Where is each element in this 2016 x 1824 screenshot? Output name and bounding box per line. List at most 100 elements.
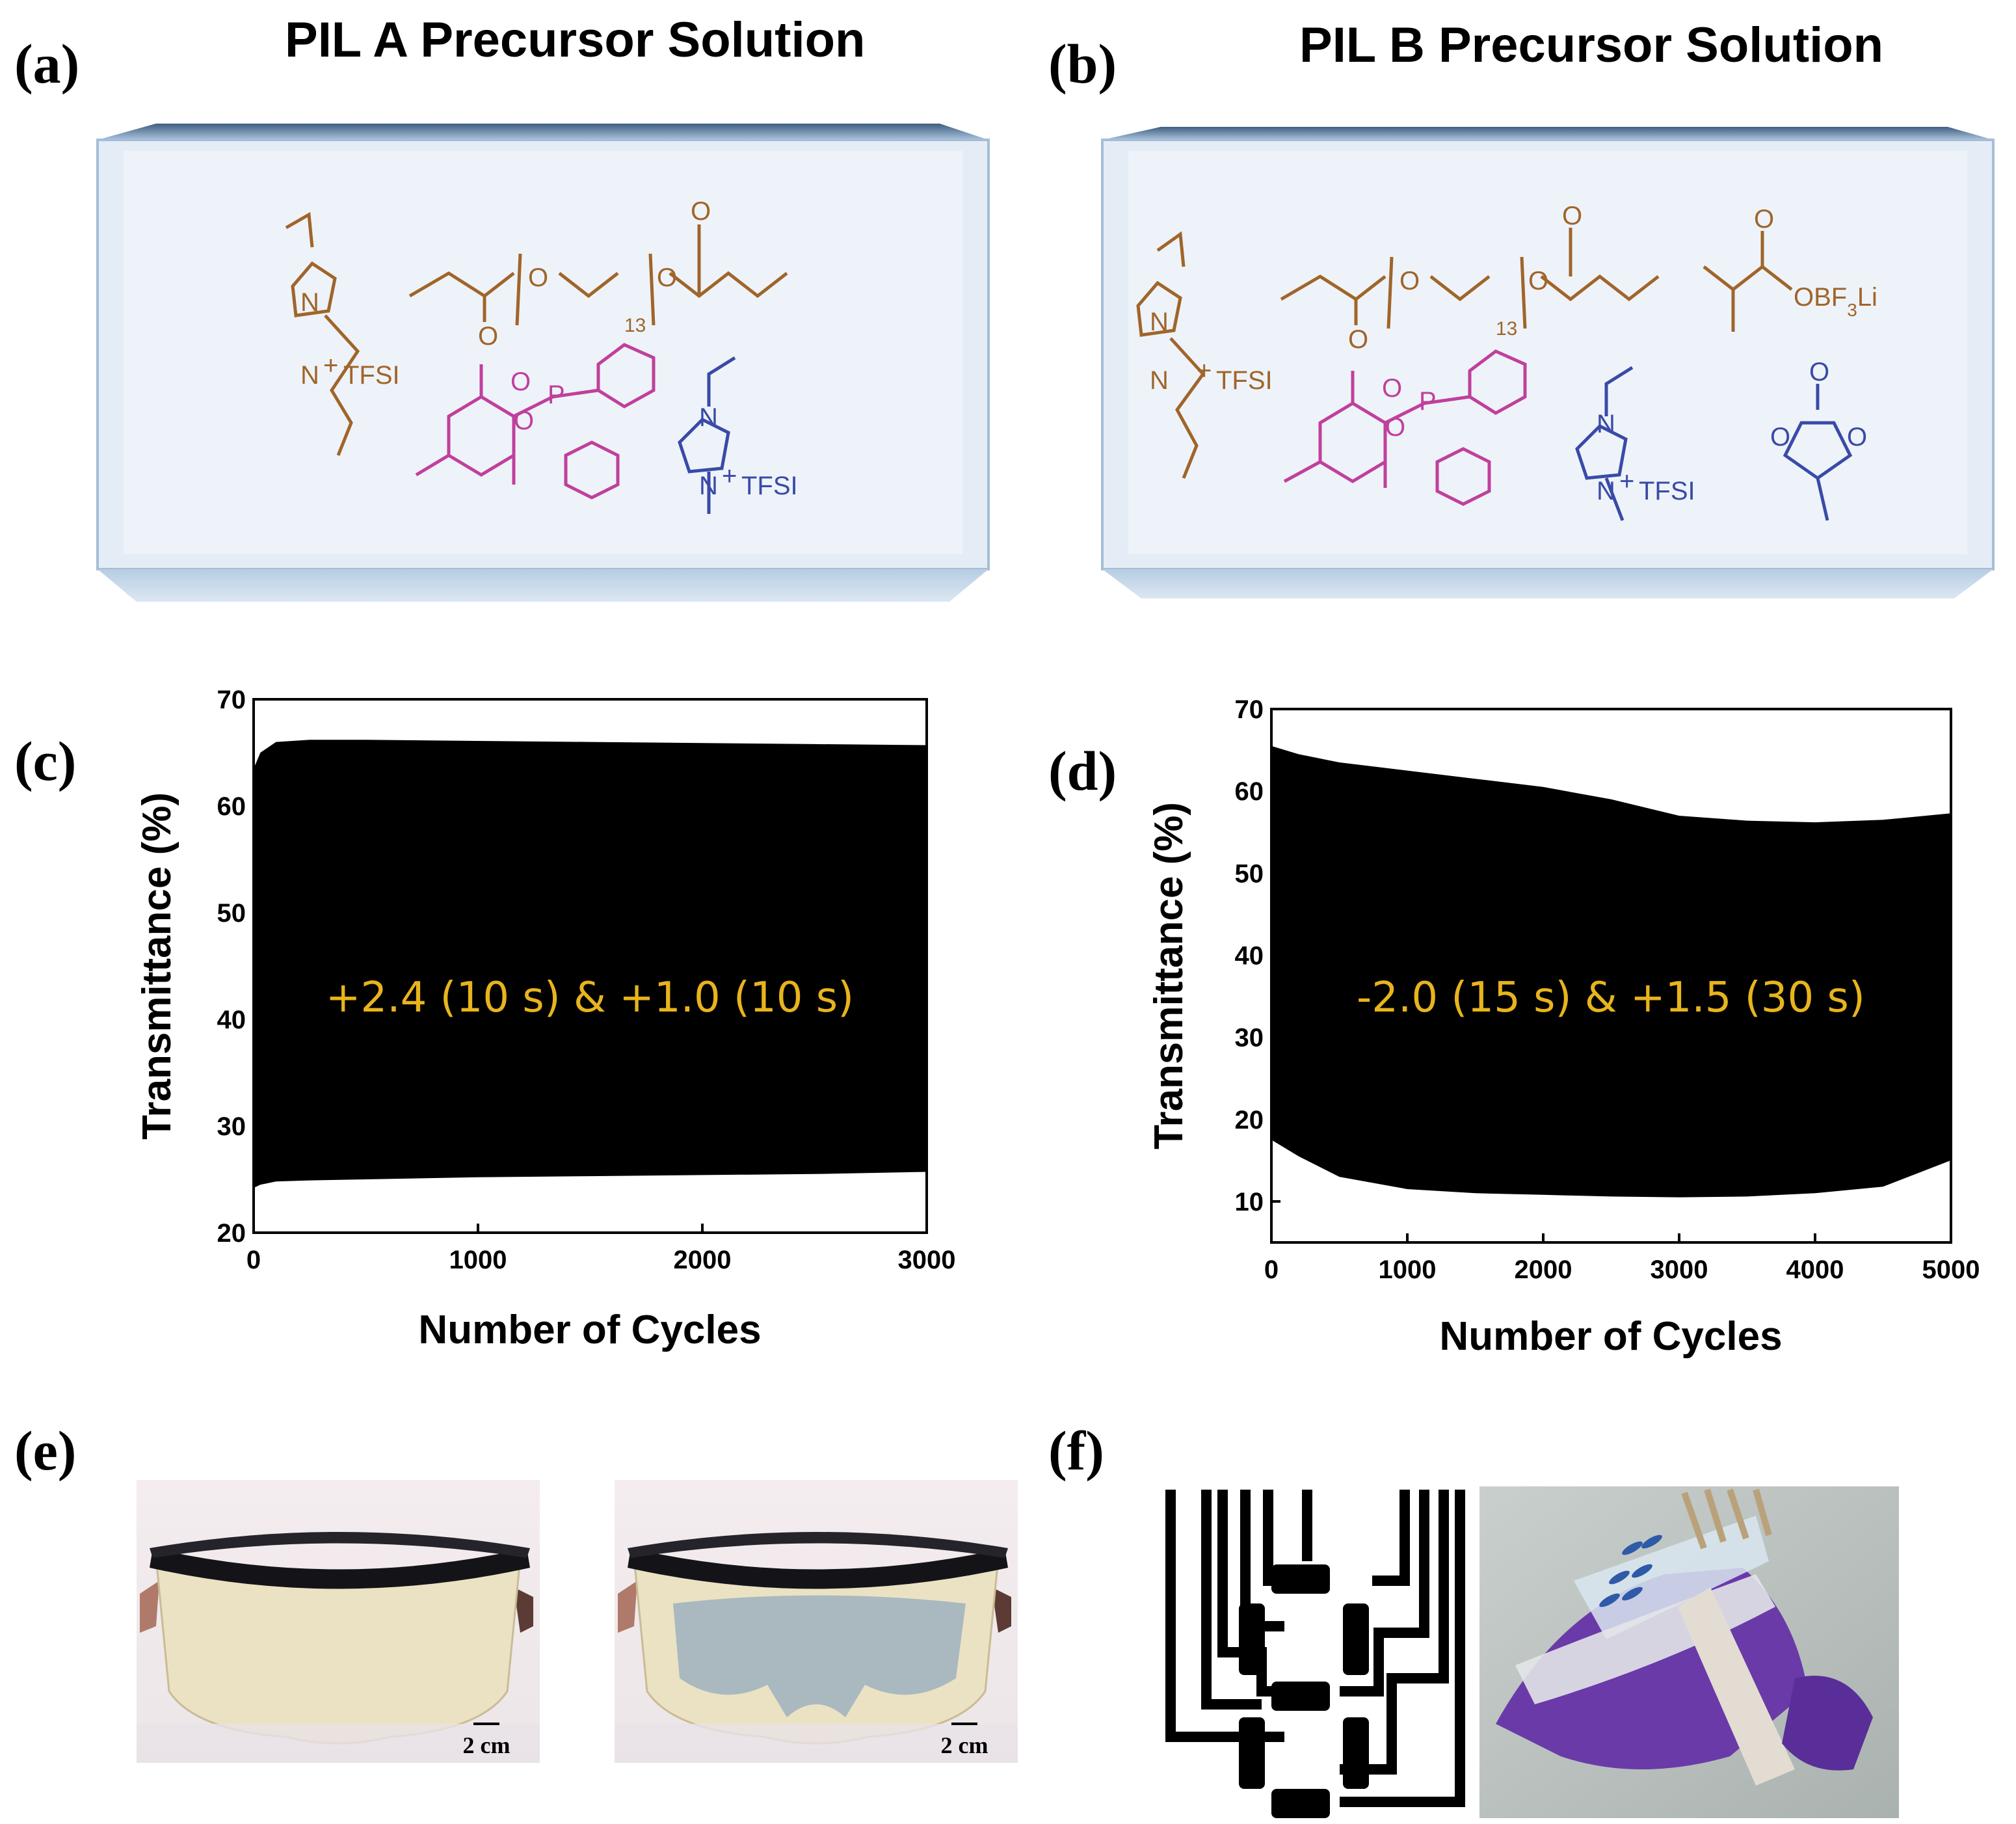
- peg-diacrylate-b: [1280, 228, 1660, 329]
- scale-bar-label: 2 cm: [463, 1732, 511, 1758]
- y-tick-label: 50: [217, 899, 246, 928]
- charge-sign: +: [722, 462, 737, 490]
- y-tick-label: 60: [217, 792, 246, 821]
- nitrogen-atom: N: [699, 472, 718, 500]
- panel-b-title: PIL B Precursor Solution: [1299, 18, 1884, 73]
- nitrogen-atom: N: [1150, 308, 1169, 336]
- y-tick-label: 20: [217, 1219, 246, 1248]
- peg-diacrylate-a-labels: O O O O 13: [478, 197, 711, 351]
- y-axis-label-c: Transmittance (%): [135, 792, 179, 1140]
- oxygen-atom: O: [691, 197, 711, 226]
- oxygen-atom: O: [511, 368, 531, 396]
- photoinitiator-b: [1283, 349, 1527, 506]
- nitrogen-atom: N: [300, 288, 319, 317]
- glass-slab-a: [96, 124, 990, 602]
- propylene-carbonate-labels: O O O: [1770, 358, 1867, 451]
- transmittance-band-d: [1271, 745, 1951, 1198]
- voltage-annotation-c: +2.4 (10 s) & +1.0 (10 s): [326, 974, 854, 1022]
- phosphorus-atom: P: [1419, 387, 1437, 416]
- voltage-annotation-d: -2.0 (15 s) & +1.5 (30 s): [1357, 974, 1865, 1022]
- nitrogen-atom: N: [300, 361, 319, 390]
- x-tick-label: 2000: [1515, 1255, 1572, 1284]
- oxygen-atom: O: [657, 263, 677, 292]
- panel-letter-e: (e): [14, 1419, 77, 1482]
- oxygen-atom: O: [1809, 358, 1829, 386]
- y-tick-label: 10: [1235, 1188, 1264, 1216]
- oxygen-atom: O: [514, 407, 534, 435]
- photoinitiator-b-labels: O P O: [1382, 374, 1437, 442]
- propylene-carbonate: [1783, 384, 1853, 521]
- x-tick-label: 5000: [1922, 1255, 1980, 1284]
- flexible-device-photo: [1479, 1486, 1899, 1818]
- panel-letter-f: (f): [1048, 1419, 1104, 1482]
- oxygen-atom: O: [1528, 267, 1548, 295]
- chart-d: 10 20 30 40 50 60 70 0 1000 2000 3000 4000 5000 -2.…: [1147, 695, 1980, 1359]
- phosphorus-atom: P: [548, 381, 565, 409]
- x-tick-label: 2000: [674, 1246, 732, 1274]
- charge-sign: +: [1197, 356, 1212, 385]
- y-tick-label: 30: [217, 1112, 246, 1141]
- emim-tfsi-a: [678, 356, 736, 514]
- nitrogen-atom: N: [1150, 366, 1169, 395]
- oxygen-atom: O: [1399, 267, 1420, 295]
- oxygen-atom: O: [478, 322, 498, 351]
- peg-diacrylate-a: [408, 224, 788, 326]
- transmittance-band-c: [254, 740, 927, 1188]
- x-tick-label: 4000: [1786, 1255, 1844, 1284]
- oxygen-atom: O: [1348, 325, 1368, 354]
- photoinitiator-a: [415, 343, 656, 500]
- panel-letter-a: (a): [14, 33, 80, 95]
- y-tick-label: 40: [217, 1006, 246, 1034]
- charge-sign: +: [1619, 467, 1634, 496]
- oxygen-atom: O: [1770, 423, 1790, 451]
- oxygen-atom: O: [1382, 374, 1402, 403]
- vinyl-imidazolium-tfsi-b: [1136, 231, 1206, 479]
- goggles-photo-bleached: 2 cm: [137, 1480, 540, 1763]
- scale-bar-label: 2 cm: [941, 1732, 988, 1758]
- tfsi-anion-label: TFSI: [741, 472, 798, 500]
- nitrogen-atom: N: [699, 403, 718, 432]
- vinyl-imidazolium-tfsi-a: [285, 211, 360, 456]
- y-axis-label-d: Transmittance (%): [1147, 802, 1191, 1149]
- lithium-methacrylate-bf3: [1703, 231, 1793, 332]
- tfsi-anion-label: TFSI: [1216, 366, 1273, 395]
- y-tick-label: 70: [1235, 695, 1264, 724]
- oxygen-atom: O: [528, 263, 548, 292]
- emim-tfsi-a-labels: N N + TFSI: [699, 403, 798, 500]
- emim-tfsi-b-labels: N N + TFSI: [1597, 410, 1695, 505]
- y-tick-label: 60: [1235, 777, 1264, 806]
- tfsi-anion-label: TFSI: [343, 361, 400, 390]
- oxygen-atom: O: [1385, 413, 1405, 442]
- x-tick-label: 1000: [1379, 1255, 1437, 1284]
- lithium-methacrylate-bf3-labels: O OBF3Li: [1754, 205, 1877, 320]
- vinyl-imidazolium-tfsi-b-labels: N N + TFSI: [1150, 308, 1273, 395]
- goggles-photo-colored: 2 cm: [615, 1480, 1018, 1763]
- x-tick-label: 3000: [1651, 1255, 1708, 1284]
- y-tick-label: 50: [1235, 859, 1264, 888]
- repeat-unit-subscript: 13: [1496, 318, 1517, 340]
- x-tick-label: 1000: [449, 1246, 507, 1274]
- charge-sign: +: [323, 351, 338, 380]
- y-tick-label: 30: [1235, 1024, 1264, 1053]
- nitrogen-atom: N: [1597, 410, 1615, 438]
- glass-slab-b: [1101, 127, 1995, 598]
- panel-letter-b: (b): [1048, 33, 1117, 95]
- y-tick-label: 20: [1235, 1106, 1264, 1134]
- panel-a-title: PIL A Precursor Solution: [285, 12, 866, 68]
- nitrogen-atom: N: [1597, 477, 1615, 505]
- emim-tfsi-b: [1575, 366, 1634, 521]
- peg-diacrylate-b-labels: O O O O 13: [1348, 202, 1582, 354]
- oxygen-atom: O: [1562, 202, 1582, 230]
- y-tick-label: 70: [217, 686, 246, 714]
- x-tick-label: 0: [246, 1246, 261, 1274]
- x-axis-label-d: Number of Cycles: [1439, 1314, 1782, 1359]
- electrode-segments: [1239, 1564, 1369, 1818]
- repeat-unit-subscript: 13: [624, 315, 646, 336]
- tfsi-anion-label: TFSI: [1639, 477, 1695, 505]
- x-tick-label: 0: [1264, 1255, 1279, 1284]
- panel-letter-d: (d): [1048, 740, 1117, 802]
- y-tick-label: 40: [1235, 941, 1264, 970]
- lithium-salt-label: OBF3Li: [1794, 283, 1877, 320]
